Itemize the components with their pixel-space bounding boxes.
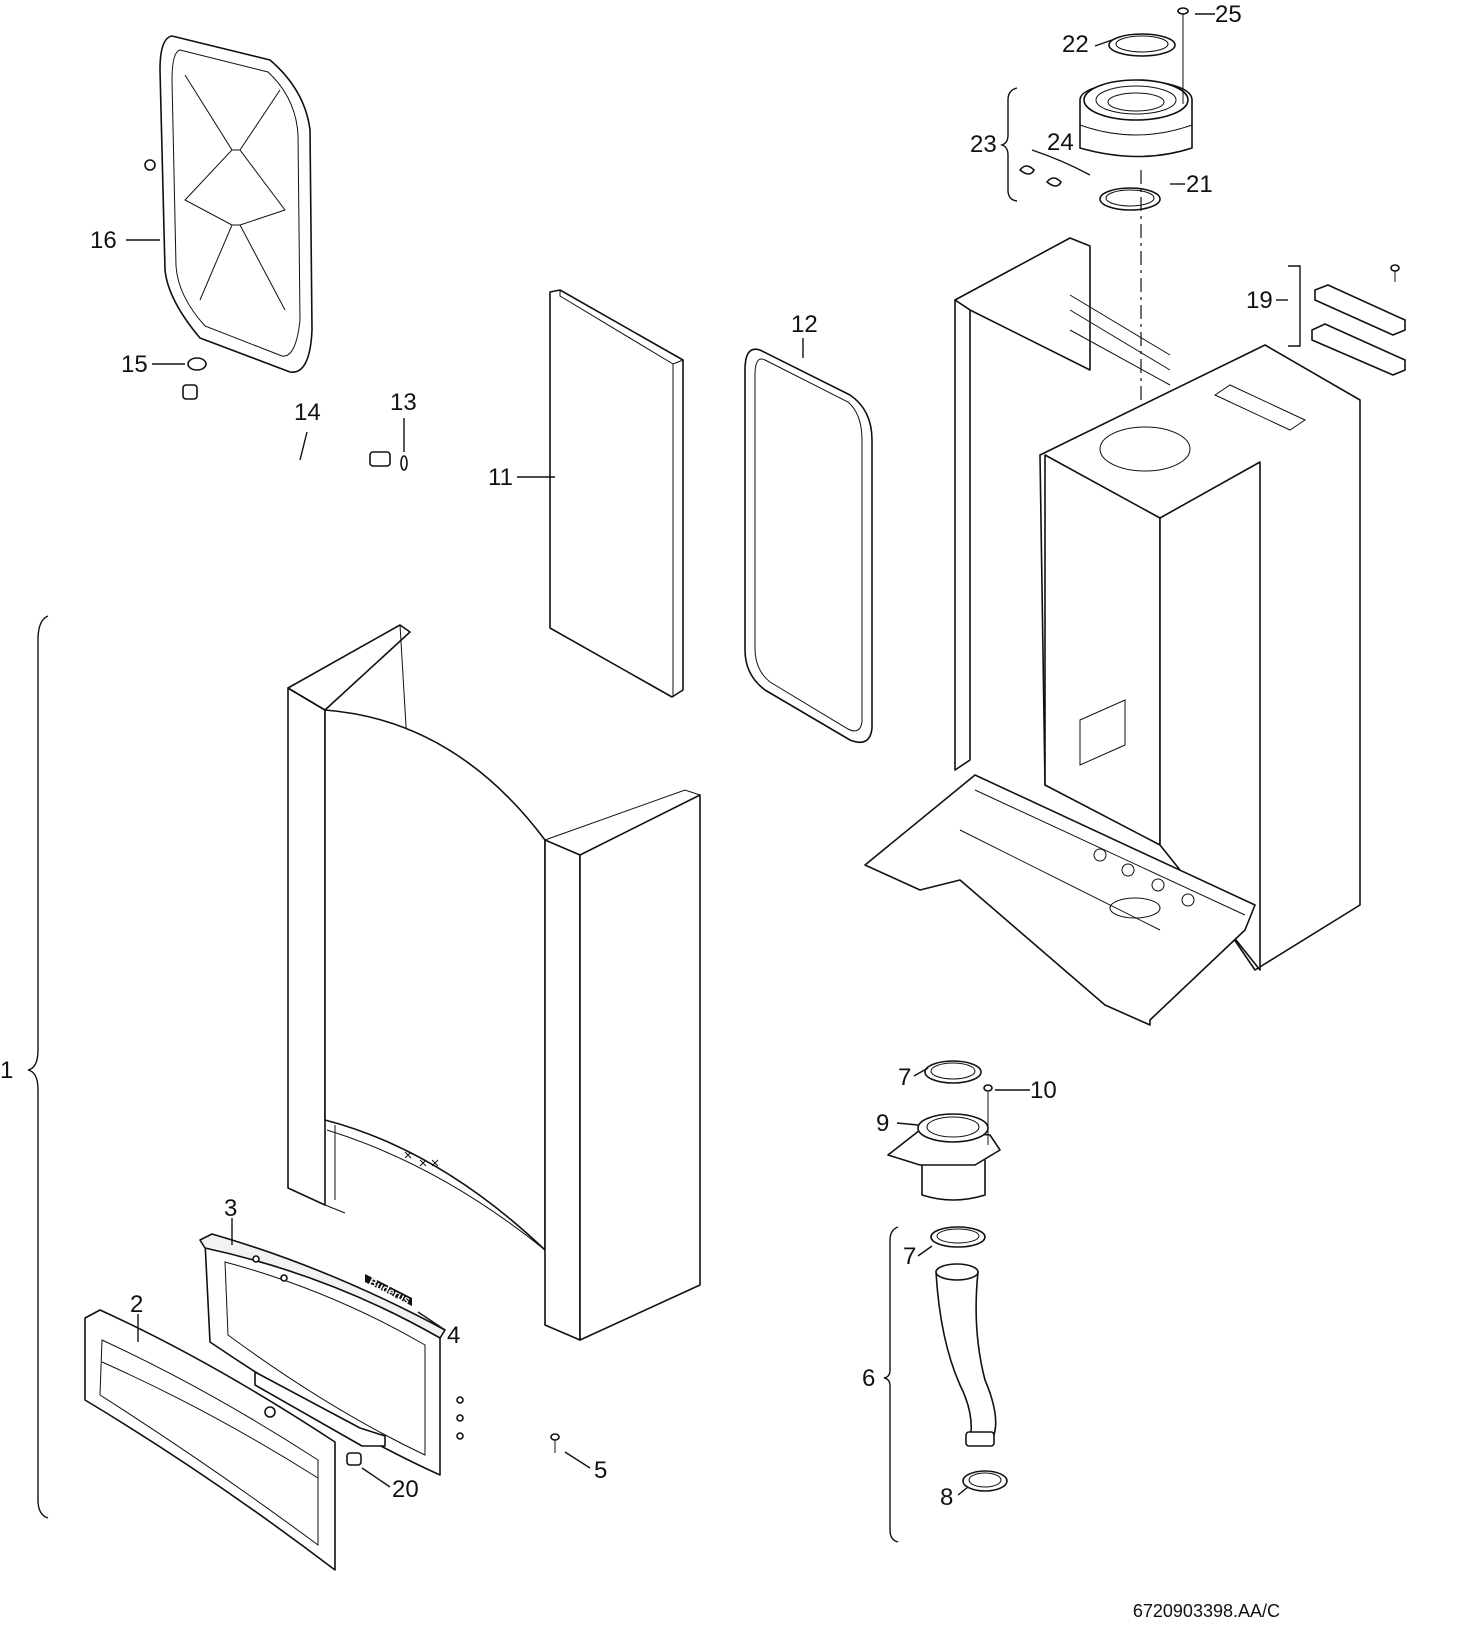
bracket-24 — [1031, 149, 1091, 176]
callout-3: 3 — [224, 1195, 237, 1222]
gasket-part — [744, 348, 873, 744]
callout-10: 10 — [1030, 1077, 1057, 1104]
screw-part — [550, 1433, 560, 1453]
callout-7-lower: 7 — [903, 1243, 916, 1270]
callout-15: 15 — [121, 351, 148, 378]
bracket-6 — [883, 1226, 899, 1543]
callout-11: 11 — [488, 464, 513, 491]
callout-22: 22 — [1062, 31, 1089, 58]
callout-23: 23 — [970, 131, 997, 158]
knob-part — [346, 1452, 362, 1466]
document-id: 6720903398.AA/C — [1133, 1601, 1280, 1621]
boiler-chassis-part — [864, 237, 1361, 1026]
callout-labels: 1 2 3 4 5 6 7 7 8 9 10 11 12 13 14 15 16… — [0, 1, 1273, 1511]
cover-plates-part — [1311, 264, 1406, 376]
callout-24: 24 — [1047, 129, 1074, 156]
small-seal-part — [400, 455, 408, 471]
condensate-connector-part — [887, 1060, 1001, 1201]
insulation-panel-part — [549, 289, 684, 698]
callout-16: 16 — [90, 227, 117, 254]
callout-4: 4 — [447, 1322, 460, 1349]
callout-7-upper: 7 — [898, 1064, 911, 1091]
bracket-19 — [1288, 265, 1301, 347]
expansion-vessel-part — [144, 35, 313, 373]
washer-part — [187, 357, 207, 371]
callout-1: 1 — [0, 1057, 13, 1084]
front-cover-part — [84, 1309, 336, 1571]
callout-9: 9 — [876, 1110, 889, 1137]
callout-19: 19 — [1246, 287, 1273, 314]
callout-25: 25 — [1215, 1, 1242, 28]
front-casing-part — [287, 624, 701, 1341]
leader-lines — [126, 13, 1288, 1496]
callout-14: 14 — [294, 399, 321, 426]
callout-12: 12 — [791, 311, 818, 338]
callout-2: 2 — [130, 1291, 143, 1318]
callout-20: 20 — [392, 1476, 419, 1503]
bracket-23 — [999, 87, 1018, 202]
callout-13: 13 — [390, 389, 417, 416]
callout-8: 8 — [940, 1484, 953, 1511]
condensate-pipe-part — [930, 1226, 1008, 1492]
callout-21: 21 — [1186, 171, 1213, 198]
flue-adaptor-part — [1019, 7, 1193, 575]
callout-6: 6 — [862, 1365, 875, 1392]
callout-5: 5 — [594, 1457, 607, 1484]
bracket-1 — [27, 615, 49, 1519]
display-frame-part — [199, 1233, 464, 1476]
flexible-hose-part — [182, 384, 391, 470]
